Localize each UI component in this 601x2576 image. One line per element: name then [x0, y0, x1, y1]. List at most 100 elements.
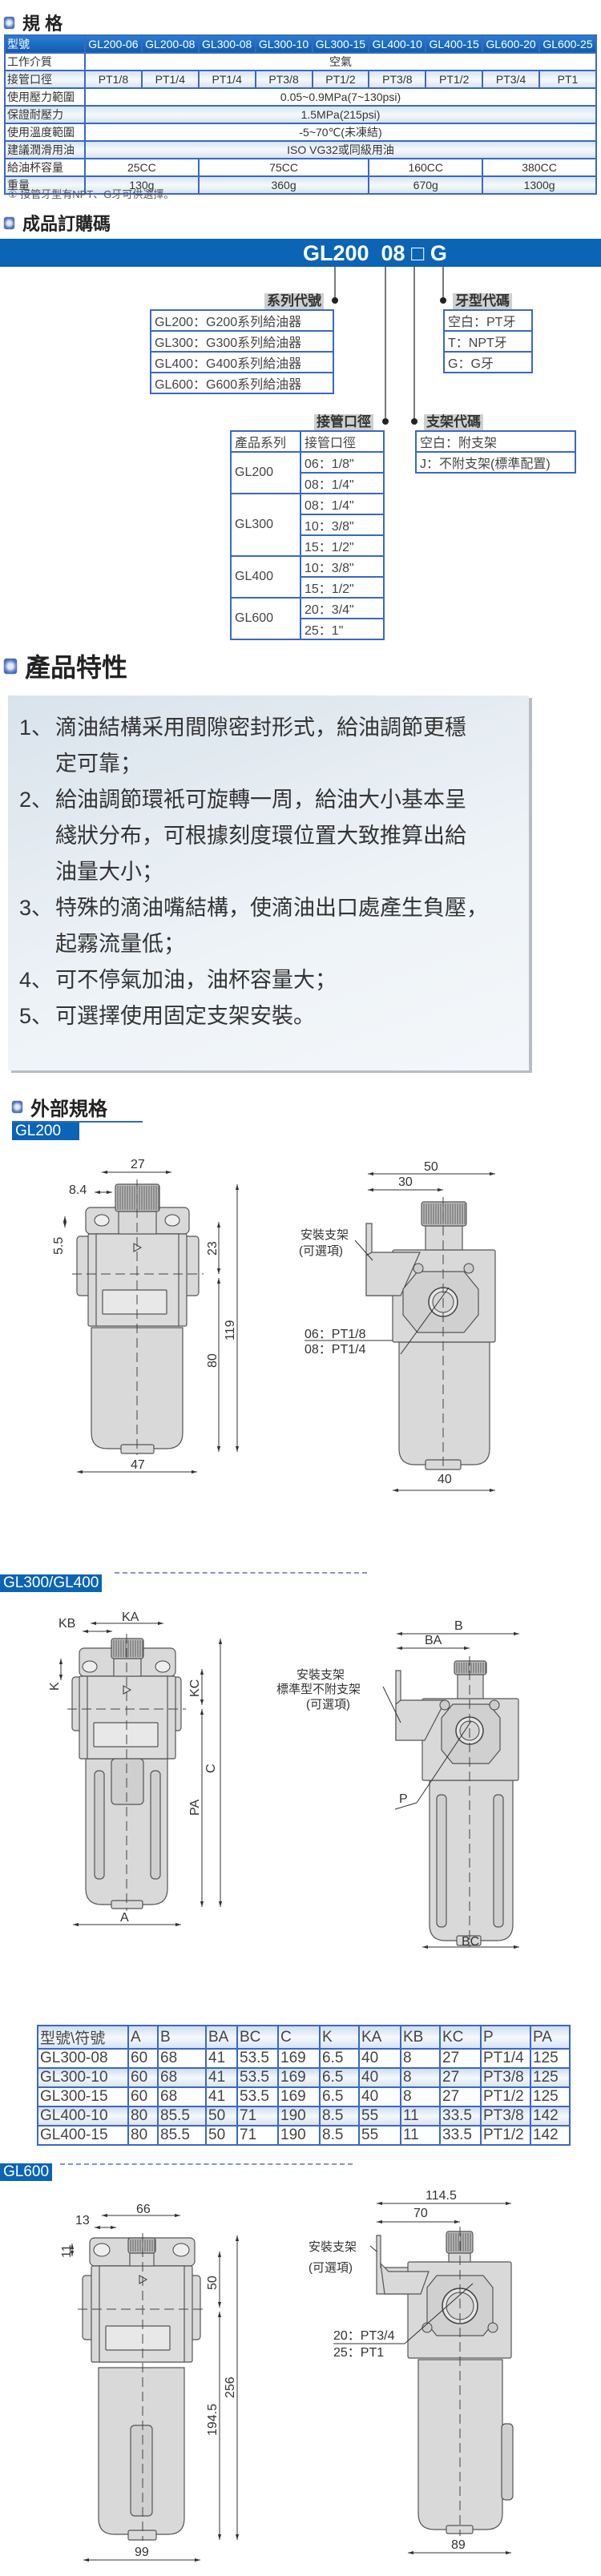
- dim-cell: PT1/4: [480, 2048, 531, 2069]
- features-title: 產品特性: [25, 653, 128, 682]
- bracket-label: 安裝支架: [300, 1228, 349, 1242]
- feature-number: 2、: [19, 788, 54, 812]
- size-cell: 10：3/8": [300, 555, 385, 578]
- order-section-title: 成品訂購碼: [4, 210, 111, 236]
- column-header: GL400-10: [368, 34, 427, 54]
- leader-line: [354, 1240, 373, 1261]
- option-cell: GL300：G300系列給油器: [150, 330, 334, 353]
- connector-dot: [332, 297, 338, 304]
- feature-text: 給油調節環衹可旋轉一周，給油大小基本呈: [55, 788, 466, 812]
- dim-label: 99: [135, 2546, 149, 2559]
- section-square-icon: [4, 658, 17, 674]
- dim-cell: 142: [530, 2106, 571, 2127]
- sight-slot: [130, 2425, 153, 2517]
- column-header: KB: [400, 2025, 441, 2050]
- spec-cell: 670g: [368, 175, 484, 195]
- port-row: 15：1/2": [231, 534, 385, 557]
- order-code: GL200 08 □ G: [303, 241, 447, 265]
- dim-label: KA: [122, 1611, 139, 1624]
- dim-cell: 40: [358, 2086, 401, 2107]
- dim-label: 70: [413, 2207, 428, 2220]
- column-header: 型號\符號: [37, 2025, 129, 2050]
- column-header: 接管口徑: [300, 430, 385, 453]
- dim-cell: 6.5: [319, 2067, 360, 2088]
- column-header: GL400-15: [425, 34, 484, 54]
- lubricator-body: [422, 1698, 519, 1781]
- column-header: GL200-08: [140, 34, 200, 54]
- option-cell: 空白：附支架: [415, 430, 576, 453]
- knob-stem: [425, 1225, 463, 1251]
- dim-cell: 33.5: [439, 2106, 482, 2127]
- spec-row-label: 使用壓力範圍: [4, 87, 86, 107]
- optional-label: (可選項): [299, 1244, 343, 1258]
- spec-row: 工作介質空氣: [4, 52, 597, 71]
- dim-label: 66: [136, 2203, 151, 2216]
- dim-label: 47: [131, 1458, 145, 1472]
- dim-cell: 11: [400, 2106, 441, 2127]
- spec-cell: PT1/8: [84, 70, 143, 89]
- feature-text: 油量大小；: [55, 860, 163, 884]
- column-header: B: [157, 2025, 207, 2050]
- option-cell: GL400：G400系列給油器: [150, 351, 334, 373]
- dim-label: 11: [60, 2244, 74, 2258]
- column-header: GL200-06: [84, 34, 143, 54]
- screw-icon: [463, 1263, 474, 1274]
- features-box: 1、滴油結構采用間隙密封形式，給油調節更穩定可靠；2、給油調節環衹可旋轉一周，給…: [8, 695, 529, 1070]
- connector-dots: [332, 297, 446, 425]
- spec-cell: PT3/8: [368, 70, 427, 89]
- spec-cell: PT1/2: [311, 70, 370, 89]
- spec-title: 規 格: [22, 14, 63, 34]
- dim-label: PA: [188, 1800, 202, 1816]
- gl200-dimension-labels: 27 8.4 5.5 23 119 80 47 50 30 40 安裝支架 (可…: [52, 1158, 452, 1486]
- spec-row-label: 保證耐壓力: [4, 105, 86, 124]
- port-opening: [455, 1716, 484, 1745]
- dim-cell: 55: [358, 2125, 401, 2146]
- series-code-label: 系列代號: [264, 293, 324, 309]
- port-label: 06：PT1/8: [305, 1328, 366, 1341]
- size-cell: 06：1/8": [300, 451, 385, 474]
- port-row: 15：1/2": [231, 576, 385, 599]
- order-connectors: [334, 267, 444, 421]
- column-header: GL300-08: [197, 34, 256, 54]
- option-row: GL300：G300系列給油器: [150, 330, 334, 353]
- spec-row: 使用溫度範圍-5~70℃(未凍結): [4, 123, 597, 142]
- spec-cell: 75CC: [197, 158, 370, 177]
- port-size-label: 接管口徑: [314, 414, 373, 430]
- mounting-bracket: [376, 2235, 425, 2295]
- option-row: 空白：附支架: [415, 430, 576, 453]
- dim-cell: 55: [358, 2106, 401, 2127]
- spec-cell: 空氣: [84, 52, 597, 71]
- oil-bowl: [91, 1327, 184, 1449]
- option-cell: T：NPT牙: [443, 330, 533, 353]
- bracket-code-label: 支架代碼: [424, 414, 483, 430]
- mounting-hole: [155, 1660, 171, 1673]
- tab-gl600: GL600: [0, 2163, 53, 2181]
- row-header: 型號: [4, 34, 86, 54]
- feature-number: 3、: [19, 896, 54, 920]
- column-header: KC: [439, 2025, 482, 2050]
- leader-line: [394, 1802, 417, 1810]
- feature-text: 特殊的滴油嘴結構，使滴油出口處產生負壓，: [55, 896, 488, 920]
- option-cell: GL600：G600系列給油器: [150, 372, 334, 394]
- dim-label: 256: [224, 2376, 237, 2398]
- gl300-dimension-labels: KA KB K KC C PA A B BA BC P 安裝支架 標準型不附支架…: [48, 1611, 479, 1949]
- body-face: [87, 1675, 168, 1760]
- port-opening: [442, 2288, 478, 2324]
- sight-slot: [150, 1770, 161, 1880]
- adjust-knob: [115, 1183, 160, 1212]
- option-cell: 空白：PT牙: [443, 309, 533, 332]
- spec-cell: -5~70℃(未凍結): [84, 123, 597, 142]
- sight-slot: [436, 1794, 447, 1928]
- mounting-plate: [89, 2237, 196, 2267]
- bracket-label: 安裝支架: [296, 1668, 345, 1682]
- section-square-icon: [12, 1101, 22, 1113]
